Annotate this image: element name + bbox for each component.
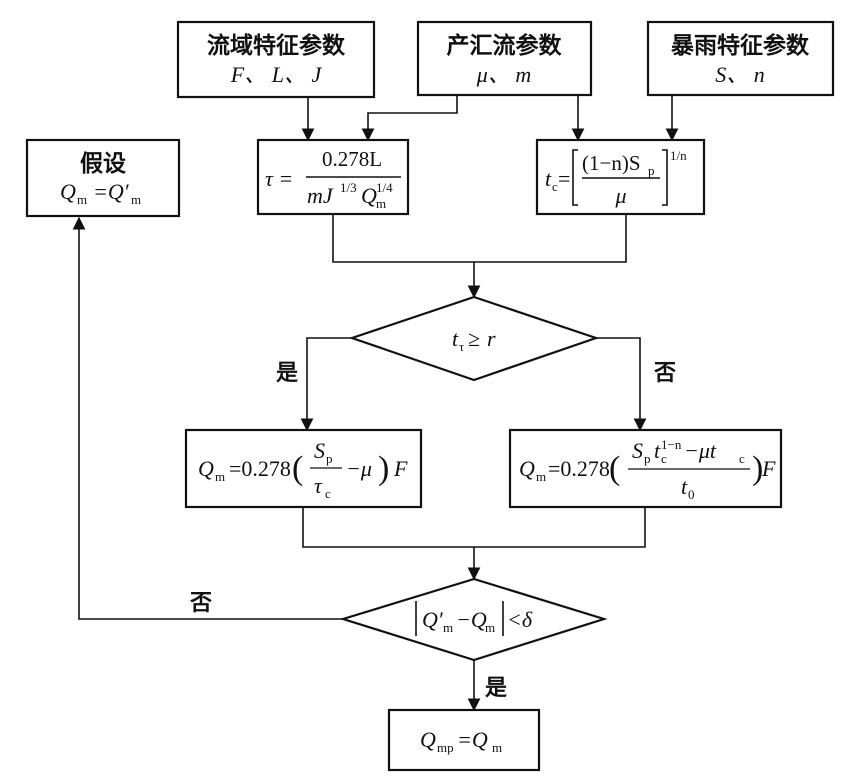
label-no-1: 否 bbox=[653, 361, 676, 386]
qm-right-num-tail: −μt bbox=[684, 438, 717, 463]
tc-lhs: t bbox=[545, 166, 552, 191]
tc-exponent: 1/n bbox=[670, 148, 687, 163]
runoff-params: μ、 m bbox=[476, 62, 531, 87]
cond1-rhs: r bbox=[487, 326, 496, 351]
node-basin-params: 流域特征参数 F、 L、 J bbox=[176, 20, 376, 99]
node-storm-params: 暴雨特征参数 S、 n bbox=[646, 20, 835, 97]
qm-right-num-t-sub: c bbox=[661, 451, 667, 466]
basin-title: 流域特征参数 bbox=[207, 32, 346, 59]
qm-left-lparen: ( bbox=[292, 450, 303, 487]
tau-numerator: 0.278L bbox=[322, 147, 382, 171]
node-qm-formula-right: Q m =0.278 ( S p t c 1−n −μt c t 0 ) F bbox=[508, 428, 783, 509]
qm-right-num-t: t bbox=[654, 438, 661, 463]
node-tau-formula: τ = 0.278L mJ 1/3 Q m 1/4 bbox=[256, 138, 410, 216]
node-tc-formula: t c = (1−n)S p μ 1/n bbox=[535, 138, 706, 216]
tau-lhs: τ = bbox=[265, 166, 293, 191]
edge-tau-merge bbox=[332, 214, 627, 263]
storm-title: 暴雨特征参数 bbox=[671, 32, 810, 59]
tau-den-sup: 1/3 bbox=[340, 180, 357, 195]
cond2-minus-q: −Q bbox=[456, 607, 487, 632]
qm-left-factor: F bbox=[393, 456, 408, 481]
node-assumption: 假设 Q m =Q′ m bbox=[25, 138, 181, 218]
qm-right-factor: F bbox=[761, 456, 776, 481]
cond2-q1-sub: m bbox=[443, 620, 453, 635]
qm-right-den-sub: 0 bbox=[688, 487, 695, 502]
tau-den-q: Q bbox=[361, 183, 377, 208]
tc-right-bracket bbox=[662, 149, 668, 206]
cond1-lhs-sub: τ bbox=[459, 339, 464, 354]
label-yes-1: 是 bbox=[276, 361, 298, 386]
qm-left-den: τ bbox=[314, 473, 323, 498]
label-yes-2: 是 bbox=[485, 676, 507, 701]
qm-right-lhs: Q bbox=[519, 456, 535, 481]
qm-left-rparen: ) bbox=[378, 450, 389, 487]
qm-left-coef: =0.278 bbox=[229, 456, 291, 481]
assume-formula-eq: =Q′ bbox=[93, 179, 130, 204]
assume-formula-q: Q bbox=[60, 179, 76, 204]
node-result: Q mp =Q m bbox=[387, 708, 541, 772]
qm-left-tail: −μ bbox=[346, 456, 372, 481]
tau-den-mj: mJ bbox=[307, 183, 334, 208]
storm-params: S、 n bbox=[715, 62, 765, 87]
qm-left-num-sub: p bbox=[326, 451, 333, 466]
cond1-lhs: t bbox=[452, 326, 459, 351]
qm-left-lhs: Q bbox=[198, 456, 214, 481]
qm-right-coef: =0.278 bbox=[548, 456, 610, 481]
label-no-2: 否 bbox=[189, 591, 212, 616]
qm-right-lparen: ( bbox=[609, 450, 620, 487]
qm-left-den-sub: c bbox=[325, 486, 331, 501]
result-lhs-sub: mp bbox=[437, 740, 454, 755]
result-eq: =Q bbox=[457, 727, 488, 752]
result-rhs-sub: m bbox=[492, 740, 502, 755]
tau-den-q-sub: m bbox=[376, 196, 386, 211]
cond2-q1: Q′ bbox=[422, 607, 444, 632]
qm-right-rparen: ) bbox=[752, 450, 763, 487]
edge-runoff-tau bbox=[361, 95, 458, 142]
assume-formula-q-sub: m bbox=[77, 192, 87, 207]
edge-qm-merge bbox=[302, 507, 646, 548]
qm-right-num-s: S bbox=[632, 438, 643, 463]
tc-num-sub: p bbox=[648, 163, 655, 178]
node-decision-tc-vs-r: t τ ≥ r bbox=[348, 295, 600, 382]
edge-cond1-yes bbox=[300, 337, 352, 432]
node-decision-convergence: Q′ m −Q m <δ bbox=[339, 577, 608, 662]
qm-right-num-tail-sub: c bbox=[739, 451, 745, 466]
assume-formula-rhs-sub: m bbox=[131, 192, 141, 207]
cond1-op: ≥ bbox=[468, 326, 480, 351]
tc-eq: = bbox=[558, 166, 570, 191]
edge-cond2-no bbox=[72, 216, 343, 620]
tc-lhs-sub: c bbox=[552, 179, 558, 194]
qm-right-num-t-sup: 1−n bbox=[661, 437, 682, 452]
connectors bbox=[72, 95, 679, 712]
tc-denominator: μ bbox=[614, 183, 626, 208]
cond2-op: <δ bbox=[507, 607, 533, 632]
basin-params: F、 L、 J bbox=[230, 62, 323, 87]
qm-right-num-s-sub: p bbox=[644, 451, 651, 466]
result-lhs: Q bbox=[420, 727, 436, 752]
runoff-title: 产汇流参数 bbox=[447, 32, 563, 59]
assume-title: 假设 bbox=[80, 151, 126, 177]
qm-left-lhs-sub: m bbox=[215, 469, 225, 484]
tc-numerator: (1−n)S bbox=[582, 151, 641, 175]
node-runoff-params: 产汇流参数 μ、 m bbox=[416, 20, 593, 97]
node-qm-formula-left: Q m =0.278 ( S p τ c −μ ) F bbox=[184, 428, 423, 509]
edge-cond1-no bbox=[596, 337, 647, 432]
tc-left-bracket bbox=[572, 149, 578, 206]
qm-right-lhs-sub: m bbox=[536, 469, 546, 484]
tau-den-q-sup: 1/4 bbox=[376, 180, 393, 195]
qm-left-num: S bbox=[314, 438, 325, 463]
qm-right-den: t bbox=[681, 474, 688, 499]
cond2-q2-sub: m bbox=[485, 620, 495, 635]
